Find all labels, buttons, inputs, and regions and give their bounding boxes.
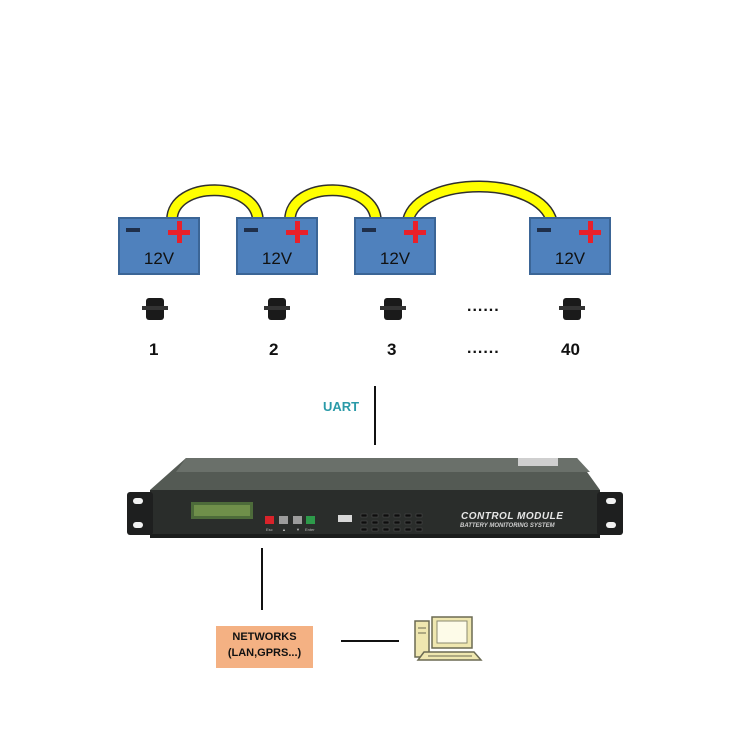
positive-terminal-icon [404, 221, 426, 243]
ellipsis: ...... [467, 340, 500, 358]
positive-terminal-icon [579, 221, 601, 243]
negative-terminal-icon [537, 228, 551, 232]
battery-1: 12V [118, 217, 200, 275]
networks-title: NETWORKS [216, 630, 313, 644]
down-button-hw [293, 516, 302, 524]
computer-icon [415, 617, 481, 660]
ellipsis: ...... [467, 298, 500, 316]
up-label: ▲ [282, 527, 286, 532]
up-button-hw [279, 516, 288, 524]
positive-terminal-icon [168, 221, 190, 243]
battery-voltage: 12V [120, 249, 198, 269]
uart-label: UART [323, 399, 359, 414]
esc-label: Esc [266, 527, 273, 532]
battery-voltage: 12V [356, 249, 434, 269]
control-module-subtitle: BATTERY MONITORING SYSTEM [460, 523, 555, 529]
networks-subtitle: (LAN,GPRS...) [216, 646, 313, 660]
down-label: ▼ [296, 527, 300, 532]
battery-40: 12V [529, 217, 611, 275]
enter-label: Enter [305, 527, 315, 532]
sensor-icon [384, 298, 402, 320]
battery-number: 2 [269, 340, 278, 360]
negative-terminal-icon [244, 228, 258, 232]
sensor-icon [146, 298, 164, 320]
battery-voltage: 12V [531, 249, 609, 269]
battery-3: 12V [354, 217, 436, 275]
networks-box: NETWORKS (LAN,GPRS...) [216, 626, 313, 668]
sensor-icon [563, 298, 581, 320]
battery-number: 3 [387, 340, 396, 360]
sensor-icon [268, 298, 286, 320]
positive-terminal-icon [286, 221, 308, 243]
negative-terminal-icon [362, 228, 376, 232]
battery-2: 12V [236, 217, 318, 275]
battery-number: 40 [561, 340, 580, 360]
usb-port [338, 515, 352, 522]
battery-voltage: 12V [238, 249, 316, 269]
battery-number: 1 [149, 340, 158, 360]
control-module-title: CONTROL MODULE [461, 511, 563, 522]
esc-button-hw [265, 516, 274, 524]
negative-terminal-icon [126, 228, 140, 232]
enter-button-hw [306, 516, 315, 524]
